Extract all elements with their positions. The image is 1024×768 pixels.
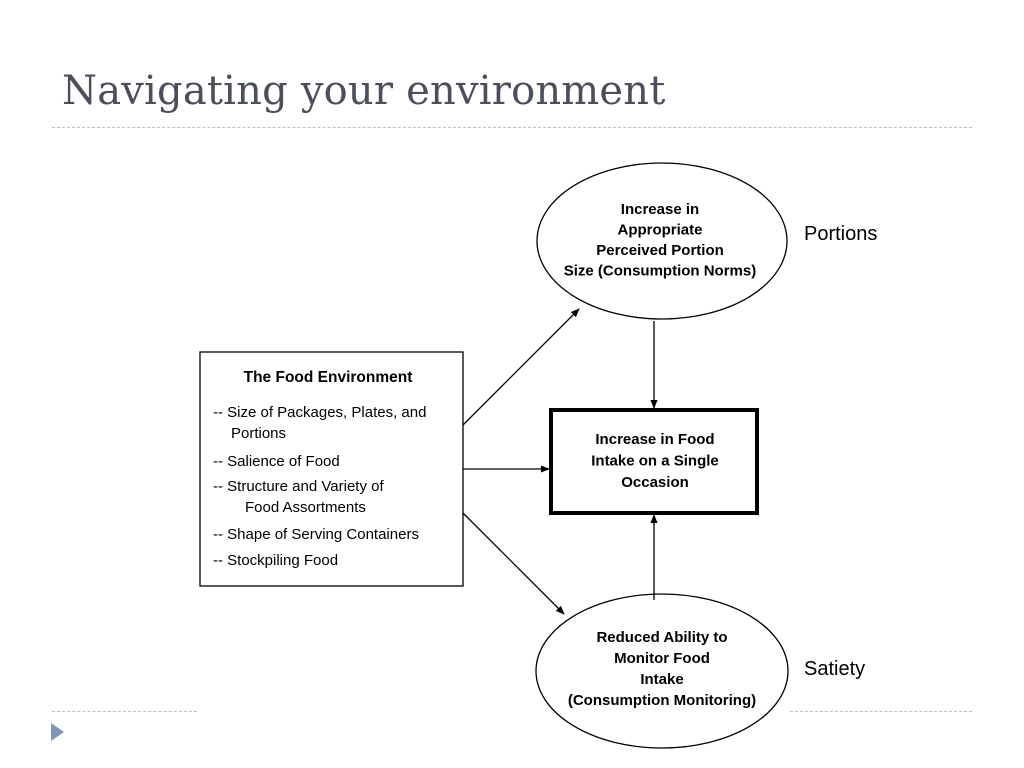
consumption-monitoring-line: (Consumption Monitoring)	[568, 692, 756, 709]
satiety-label: Satiety	[804, 658, 866, 680]
consumption-monitoring-line: Monitor Food	[614, 650, 710, 667]
food-environment-item: -- Stockpiling Food	[213, 552, 338, 569]
consumption-norms-ellipse	[536, 162, 788, 320]
food-environment-box	[199, 351, 464, 587]
consumption-norms-line: Appropriate	[617, 222, 702, 239]
consumption-norms-line: Perceived Portion	[596, 242, 724, 259]
food-environment-title: The Food Environment	[244, 369, 413, 386]
food-environment-item: -- Structure and Variety of	[213, 478, 384, 495]
arrow-environment-to-norms	[462, 308, 580, 426]
footer-divider-left	[52, 711, 197, 712]
food-intake-line: Occasion	[621, 474, 689, 491]
food-intake-line: Intake on a Single	[591, 453, 719, 470]
title-divider	[52, 127, 972, 128]
food-intake-box	[549, 408, 759, 515]
consumption-norms-line: Increase in	[621, 201, 699, 218]
food-environment-item: -- Salience of Food	[213, 453, 340, 470]
food-environment-item: -- Size of Packages, Plates, and	[213, 404, 426, 421]
triangle-bullet-icon	[51, 723, 64, 741]
food-intake-line: Increase in Food	[595, 431, 714, 448]
food-environment-node: The Food Environment -- Size of Packages…	[199, 351, 464, 587]
food-environment-items: -- Size of Packages, Plates, andPortions…	[213, 404, 426, 569]
slide-title: Navigating your environment	[62, 68, 666, 114]
consumption-monitoring-line: Reduced Ability to	[596, 629, 727, 646]
arrow-environment-to-monitoring	[462, 512, 565, 615]
food-environment-item: -- Shape of Serving Containers	[213, 526, 419, 543]
footer-divider-right	[790, 711, 972, 712]
consumption-monitoring-ellipse	[535, 593, 789, 749]
portions-label: Portions	[804, 223, 878, 245]
food-environment-item: Food Assortments	[245, 499, 366, 516]
consumption-monitoring-line: Intake	[640, 671, 683, 688]
food-environment-item: Portions	[231, 425, 286, 442]
consumption-norms-line: Size (Consumption Norms)	[564, 263, 757, 280]
